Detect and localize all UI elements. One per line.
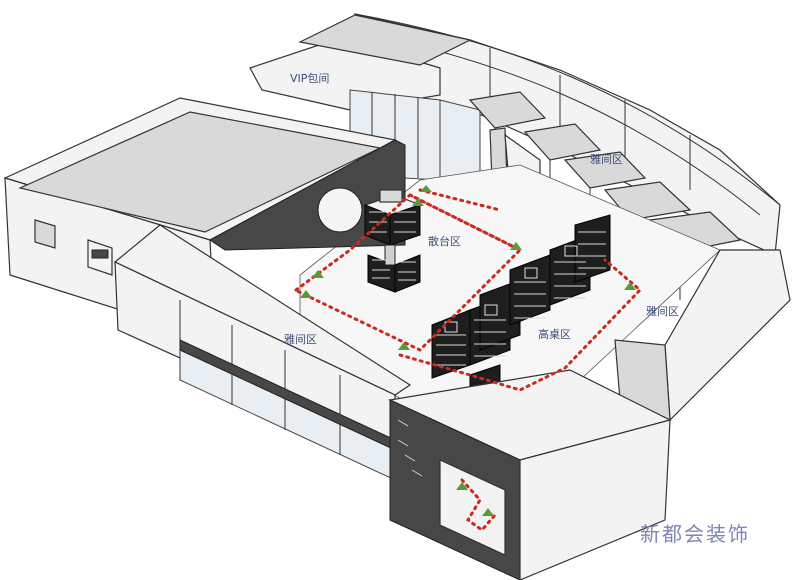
label-vip: VIP包间 bbox=[290, 72, 329, 85]
entrance-building bbox=[387, 369, 672, 580]
route-top bbox=[418, 188, 502, 212]
label-yajian-right: 雅间区 bbox=[646, 304, 679, 318]
zone-labels: VIP包间 雅间区 散台区 雅间区 高桌区 雅间区 bbox=[284, 72, 679, 346]
arrow-icon bbox=[398, 342, 410, 350]
arrow-icon bbox=[412, 198, 424, 206]
stone-wall bbox=[209, 139, 406, 251]
label-gaozhuo: 高桌区 bbox=[538, 327, 571, 341]
label-yajian-left: 雅间区 bbox=[284, 332, 317, 346]
arrow-icon bbox=[420, 185, 432, 192]
label-santai: 散台区 bbox=[428, 234, 461, 248]
route-inner-diagonal bbox=[408, 193, 522, 252]
watermark: 新都会装饰 bbox=[640, 522, 750, 546]
direction-arrows bbox=[300, 185, 636, 516]
route-gaozhuo bbox=[398, 258, 643, 392]
route-loop-santai bbox=[293, 193, 523, 352]
arrow-icon bbox=[482, 508, 494, 516]
route-entrance bbox=[460, 478, 497, 533]
circulation-routes bbox=[293, 188, 643, 533]
arrow-icon bbox=[300, 290, 312, 298]
arrow-icon bbox=[456, 482, 468, 490]
arrow-icon bbox=[510, 242, 522, 250]
arrow-icon bbox=[624, 282, 636, 290]
front-corridor bbox=[113, 224, 412, 481]
label-yajian-top-right: 雅间区 bbox=[590, 152, 623, 166]
arrow-icon bbox=[312, 270, 324, 278]
